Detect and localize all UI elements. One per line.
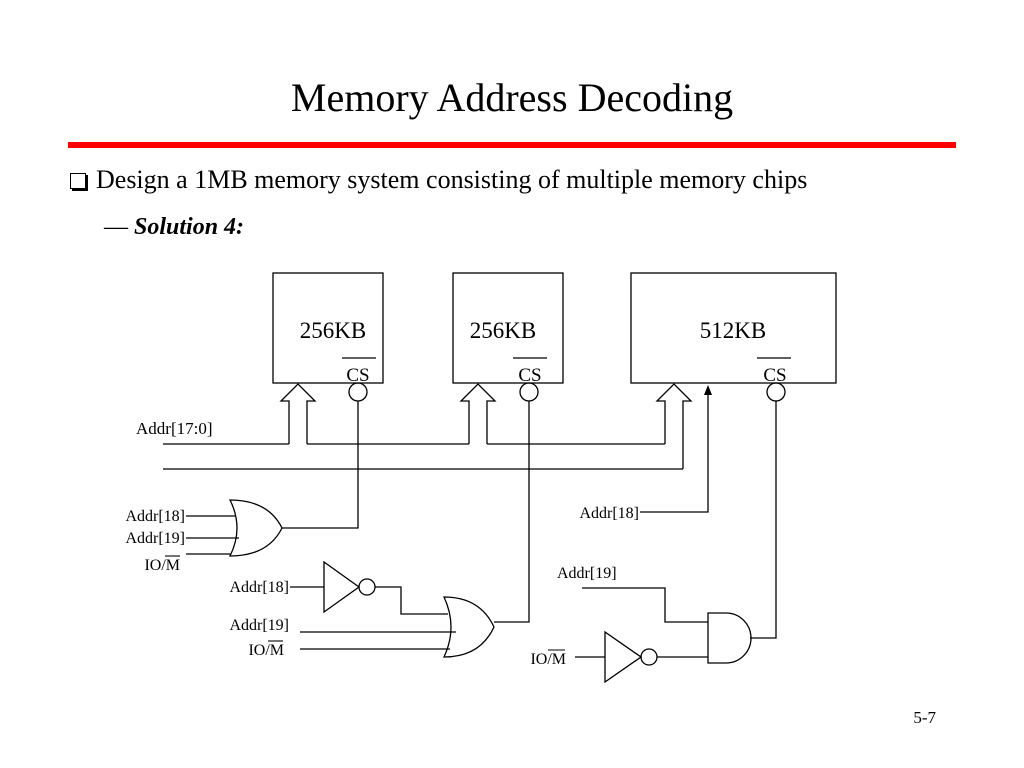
gate2-not-label: Addr[18] bbox=[229, 579, 289, 596]
gate1-in2-label: Addr[19] bbox=[125, 530, 185, 547]
addr-bus-label: Addr[17:0] bbox=[136, 419, 212, 438]
sub-dash: — bbox=[104, 214, 128, 240]
not-gate-2-bubble bbox=[640, 648, 658, 666]
not-gate-2 bbox=[604, 630, 643, 684]
or-gate-1 bbox=[228, 499, 283, 557]
chip-2-bus-arrow bbox=[459, 383, 497, 444]
gate2-in2-label: Addr[19] bbox=[229, 617, 289, 634]
not-gate-1 bbox=[323, 560, 361, 614]
chip-2-cs-line bbox=[494, 401, 530, 623]
or-gate-2 bbox=[442, 596, 495, 658]
chip-1-bus-arrow bbox=[279, 383, 317, 444]
chip-2-size: 256KB bbox=[470, 318, 536, 343]
chip-1-cs: CS bbox=[346, 365, 369, 386]
solution-label: Solution 4: bbox=[134, 214, 245, 240]
gate3-in1-label: Addr[19] bbox=[557, 565, 617, 582]
chip-3-box bbox=[630, 272, 837, 384]
chip-3-bus-arrow bbox=[655, 383, 693, 469]
and-gate bbox=[707, 612, 752, 664]
slide-title: Memory Address Decoding bbox=[290, 75, 734, 120]
chip-1-cs-line bbox=[282, 401, 359, 529]
gate2-in3-label: IO/M bbox=[248, 642, 284, 659]
gate3-not-label: IO/M bbox=[530, 651, 566, 668]
chip-3-cs-line bbox=[750, 401, 777, 639]
chip-2-box bbox=[452, 272, 564, 384]
chip-3-size: 512KB bbox=[700, 318, 766, 343]
chip-1-size: 256KB bbox=[300, 318, 366, 343]
chip3-addr18-label: Addr[18] bbox=[579, 505, 639, 522]
not-gate-1-bubble bbox=[358, 578, 376, 596]
chip-1-box bbox=[272, 272, 384, 384]
bullet-item: Design a 1MB memory system consisting of… bbox=[70, 164, 807, 196]
checkbox-icon bbox=[70, 173, 86, 189]
gate1-in1-label: Addr[18] bbox=[125, 508, 185, 525]
page-number: 5-7 bbox=[913, 708, 936, 727]
chip-3-addr18-line bbox=[640, 392, 709, 513]
chip-3-addr18-arrowhead bbox=[704, 385, 712, 395]
sub-item: — Solution 4: bbox=[104, 212, 244, 242]
chip-2-cs: CS bbox=[518, 365, 541, 386]
chip-3-cs: CS bbox=[763, 365, 786, 386]
gate1-in3-label: IO/M bbox=[144, 557, 180, 574]
title-underline bbox=[68, 142, 956, 148]
bullet-text: Design a 1MB memory system consisting of… bbox=[96, 165, 808, 194]
